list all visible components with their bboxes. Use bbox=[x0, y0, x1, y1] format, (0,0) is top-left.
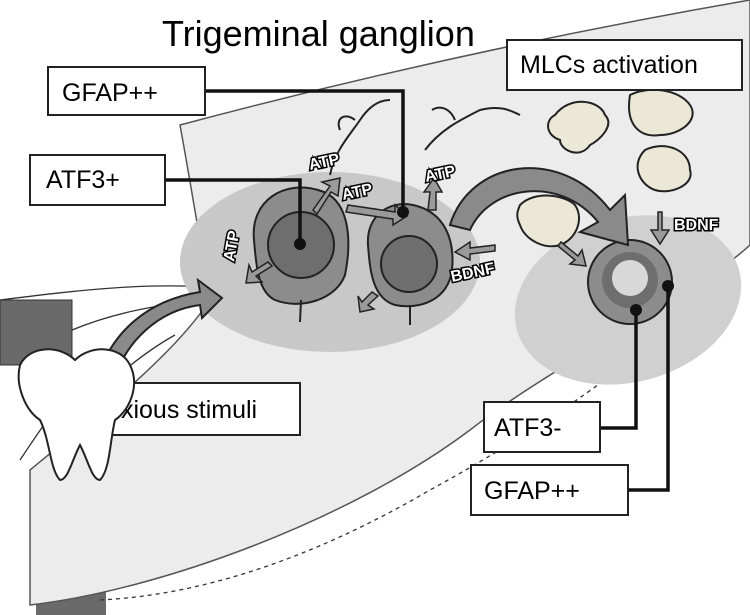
svg-text:MLCs activation: MLCs activation bbox=[520, 51, 698, 79]
connector-lines bbox=[165, 89, 670, 492]
gfap-label-bottom: GFAP++ bbox=[470, 464, 629, 516]
svg-text:ATF3+: ATF3+ bbox=[46, 166, 120, 194]
svg-text:ATF3-: ATF3- bbox=[494, 414, 562, 442]
atf3-positive-label: ATF3+ bbox=[29, 154, 166, 206]
atf3-negative-label: ATF3- bbox=[483, 401, 601, 453]
mlcs-activation-label: MLCs activation bbox=[506, 39, 743, 91]
svg-text:GFAP++: GFAP++ bbox=[484, 477, 580, 505]
svg-text:GFAP++: GFAP++ bbox=[62, 79, 158, 107]
diagram-title: Trigeminal ganglion bbox=[162, 13, 475, 54]
noxious-arrow bbox=[93, 277, 224, 386]
neuron-atf3-negative bbox=[587, 239, 673, 325]
connector-dots bbox=[294, 206, 674, 316]
neuron-atf3-positive-right bbox=[366, 203, 454, 325]
molecule-arrows bbox=[245, 176, 671, 313]
tooth-icon bbox=[17, 348, 135, 482]
curved-arrow-to-right-neuron bbox=[448, 167, 630, 247]
gfap-label-top: GFAP++ bbox=[47, 66, 206, 116]
astrocyte-processes bbox=[329, 99, 521, 176]
bdnf-label-right: BDNF bbox=[674, 217, 719, 234]
